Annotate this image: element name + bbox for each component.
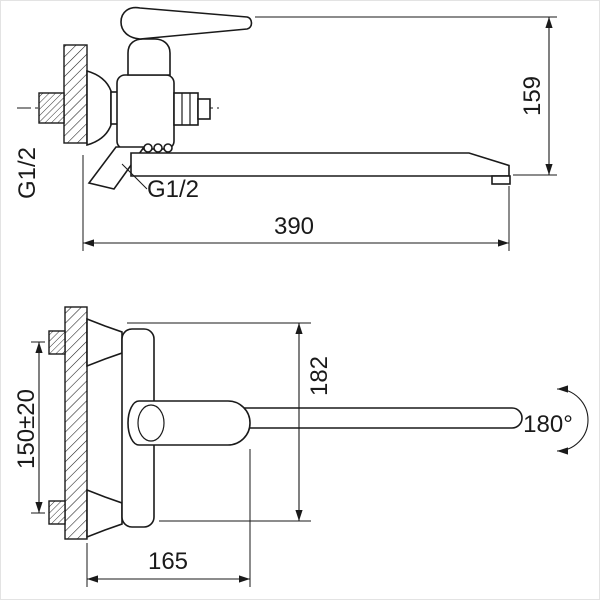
wall-nipple [38, 92, 65, 124]
dimension-label-height: 159 [519, 76, 546, 116]
dimension-label-mount-spacing: 150±20 [13, 389, 40, 469]
leader-line [121, 163, 148, 190]
dimension-height: 159 [255, 16, 557, 176]
wall-section [63, 44, 88, 144]
side-view [17, 6, 511, 190]
swivel-arc [556, 385, 589, 455]
handle-base-detail [137, 404, 165, 442]
dimension-spout-length: 390 [82, 155, 510, 251]
lever-handle-side [120, 6, 253, 40]
thread-size-label-left: G1/2 [14, 147, 41, 199]
escutcheon-side [86, 69, 112, 147]
cartridge-neck [127, 38, 171, 76]
wall-nipple-top [48, 330, 66, 355]
front-view-dimensions: 150±20 182 165 180° [13, 322, 589, 587]
aerator [491, 175, 511, 185]
spout-ring [163, 143, 173, 153]
thread-size-label-bottom: G1/2 [147, 176, 199, 203]
faucet-body-side [116, 74, 175, 150]
spout-side [130, 152, 510, 177]
dimension-mount-spacing: 150±20 [13, 342, 43, 513]
escutcheon-bottom [86, 488, 123, 539]
lever-handle-front [127, 400, 251, 446]
swivel-angle-label: 180° [523, 411, 573, 438]
dimension-label-handle-reach: 165 [148, 548, 188, 575]
front-view [31, 306, 523, 540]
swivel-angle-indicator: 180° [523, 385, 589, 455]
thread-label-side: G1/2 [14, 147, 41, 199]
dimension-label-spout-length: 390 [274, 213, 314, 240]
spout-ring [143, 143, 153, 153]
diverter-cap [197, 98, 211, 120]
escutcheon-top [86, 317, 123, 368]
dimension-label-front-height: 182 [306, 356, 333, 396]
spout-ring [153, 143, 163, 153]
wall-section-front [64, 306, 88, 540]
dimension-handle-reach: 165 [86, 449, 251, 587]
side-view-dimensions: 390 159 G1/2 G1/2 [14, 16, 557, 251]
dimension-front-height: 182 [127, 322, 333, 522]
thread-label-spout: G1/2 [121, 163, 199, 203]
diverter-knob [173, 92, 199, 126]
wall-nipple-bottom [48, 500, 66, 525]
